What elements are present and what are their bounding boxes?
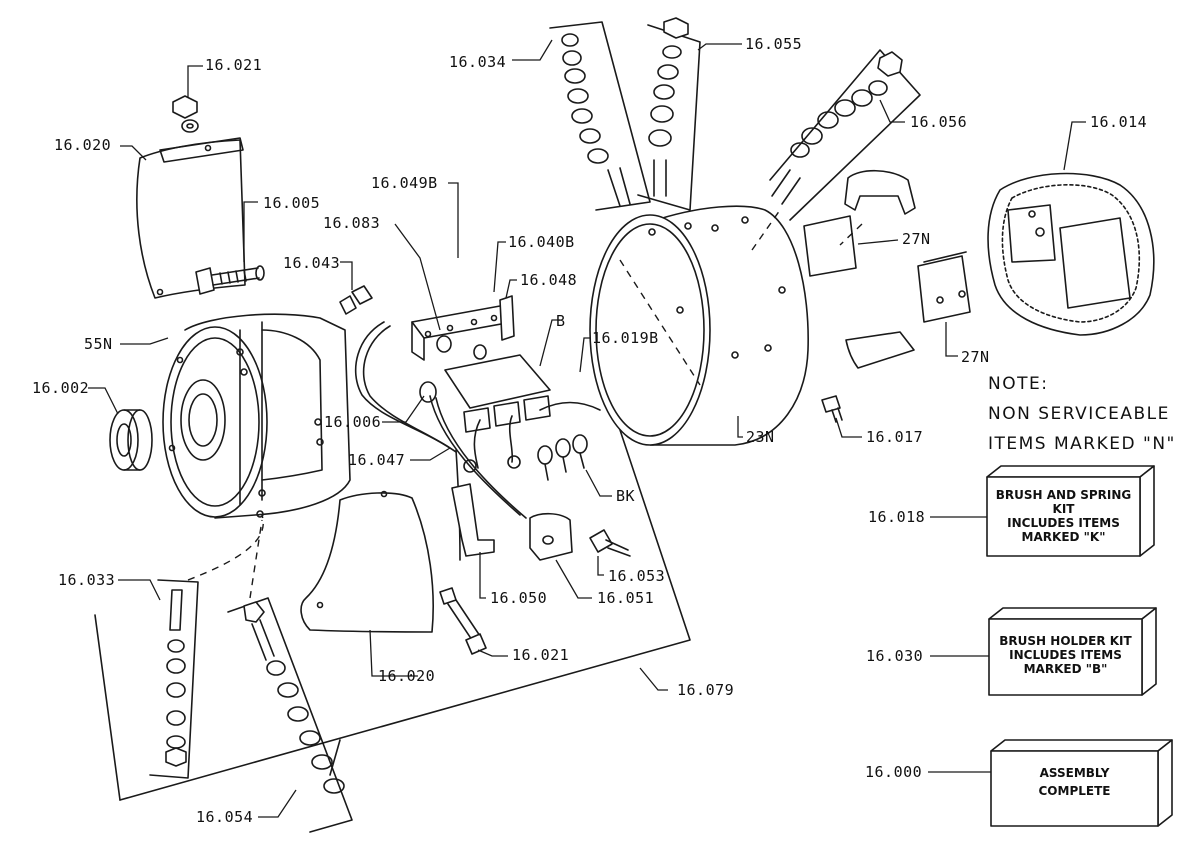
note-line-2: NON SERVICEABLE <box>988 404 1170 424</box>
label-16043: 16.043 <box>283 254 341 272</box>
main-frame-23n <box>589 205 809 446</box>
label-16020-top: 16.020 <box>54 136 112 154</box>
assembly-outline-16079 <box>94 429 691 801</box>
label-16018: 16.018 <box>868 508 926 526</box>
label-16020-bottom: 16.020 <box>378 667 436 685</box>
hardware-stack-16055 <box>637 17 701 211</box>
label-16040b: 16.040B <box>508 233 575 251</box>
label-16030: 16.030 <box>866 647 924 665</box>
screw-16017 <box>821 395 843 423</box>
kit-assembly-line-1: ASSEMBLY <box>1039 766 1110 780</box>
kit-brush-holder-line-2: INCLUDES ITEMS <box>1009 648 1122 662</box>
screw-16043 <box>339 285 373 315</box>
note-heading: NOTE: <box>988 374 1049 394</box>
label-16019b: 16.019B <box>592 329 659 347</box>
kit-brush-spring-line-4: MARKED "K" <box>1021 530 1106 544</box>
alignment-dashes <box>187 209 863 599</box>
label-16000: 16.000 <box>865 763 923 781</box>
label-16002: 16.002 <box>32 379 90 397</box>
note-line-3: ITEMS MARKED "N" <box>988 434 1176 454</box>
label-16056: 16.056 <box>910 113 968 131</box>
label-16048: 16.048 <box>520 271 578 289</box>
label-16051: 16.051 <box>597 589 655 607</box>
cover-band-16020-bottom <box>300 490 434 633</box>
label-16006: 16.006 <box>324 413 382 431</box>
label-27n-b: 27N <box>961 348 990 366</box>
kit-brush-holder-text: BRUSH HOLDER KIT INCLUDES ITEMS MARKED "… <box>989 634 1142 676</box>
terminals-bk <box>537 434 588 481</box>
hardware-stack-16054 <box>227 597 353 833</box>
brush-holder-assembly <box>411 295 601 473</box>
label-16034: 16.034 <box>449 53 507 71</box>
label-16005: 16.005 <box>263 194 321 212</box>
kit-box-brush-holder <box>988 607 1157 696</box>
hardware-stack-16056 <box>769 49 921 221</box>
label-16021-top: 16.021 <box>205 56 263 74</box>
kit-box-brush-spring <box>986 465 1155 557</box>
label-55n: 55N <box>84 335 113 353</box>
field-coil-16014 <box>987 172 1155 336</box>
bolt-16021-bottom <box>439 587 487 655</box>
label-16021-bottom: 16.021 <box>512 646 570 664</box>
label-16033: 16.033 <box>58 571 116 589</box>
nut-16021-top <box>172 95 199 133</box>
label-16083: 16.083 <box>323 214 381 232</box>
label-27n-a: 27N <box>902 230 931 248</box>
leader-lines <box>88 39 1086 818</box>
kit-assembly-text: ASSEMBLY COMPLETE <box>991 766 1158 798</box>
bearing-16002 <box>109 409 153 471</box>
kit-brush-holder-line-3: MARKED "B" <box>1023 662 1108 676</box>
screw-16053 <box>589 529 631 557</box>
brackets-16050-16051 <box>451 483 573 561</box>
cover-band-16020-top <box>136 137 246 299</box>
leads-16006-16047 <box>354 321 527 561</box>
end-frame-55n <box>162 313 351 519</box>
kit-box-assembly <box>990 739 1173 827</box>
label-16047: 16.047 <box>348 451 406 469</box>
label-b: B <box>556 312 566 330</box>
hardware-stack-16033 <box>149 579 199 779</box>
label-16014: 16.014 <box>1090 113 1148 131</box>
label-16053: 16.053 <box>608 567 666 585</box>
pole-shoes-27n <box>803 169 971 369</box>
label-16079: 16.079 <box>677 681 735 699</box>
hardware-stack-16034 <box>549 21 651 211</box>
kit-brush-spring-line-3: INCLUDES ITEMS <box>1007 516 1120 530</box>
kit-assembly-line-2: COMPLETE <box>1038 784 1111 798</box>
label-16017: 16.017 <box>866 428 924 446</box>
label-16054: 16.054 <box>196 808 254 826</box>
kit-brush-spring-text: BRUSH AND SPRING KIT INCLUDES ITEMS MARK… <box>987 488 1140 544</box>
kit-brush-spring-line-2: KIT <box>1052 502 1075 516</box>
kit-brush-holder-line-1: BRUSH HOLDER KIT <box>999 634 1132 648</box>
label-16055: 16.055 <box>745 35 803 53</box>
label-16050: 16.050 <box>490 589 548 607</box>
kit-brush-spring-line-1: BRUSH AND SPRING <box>995 488 1132 502</box>
label-bk: BK <box>616 487 636 505</box>
label-23n: 23N <box>746 428 775 446</box>
bolt-16005 <box>195 265 265 295</box>
label-16049b: 16.049B <box>371 174 438 192</box>
